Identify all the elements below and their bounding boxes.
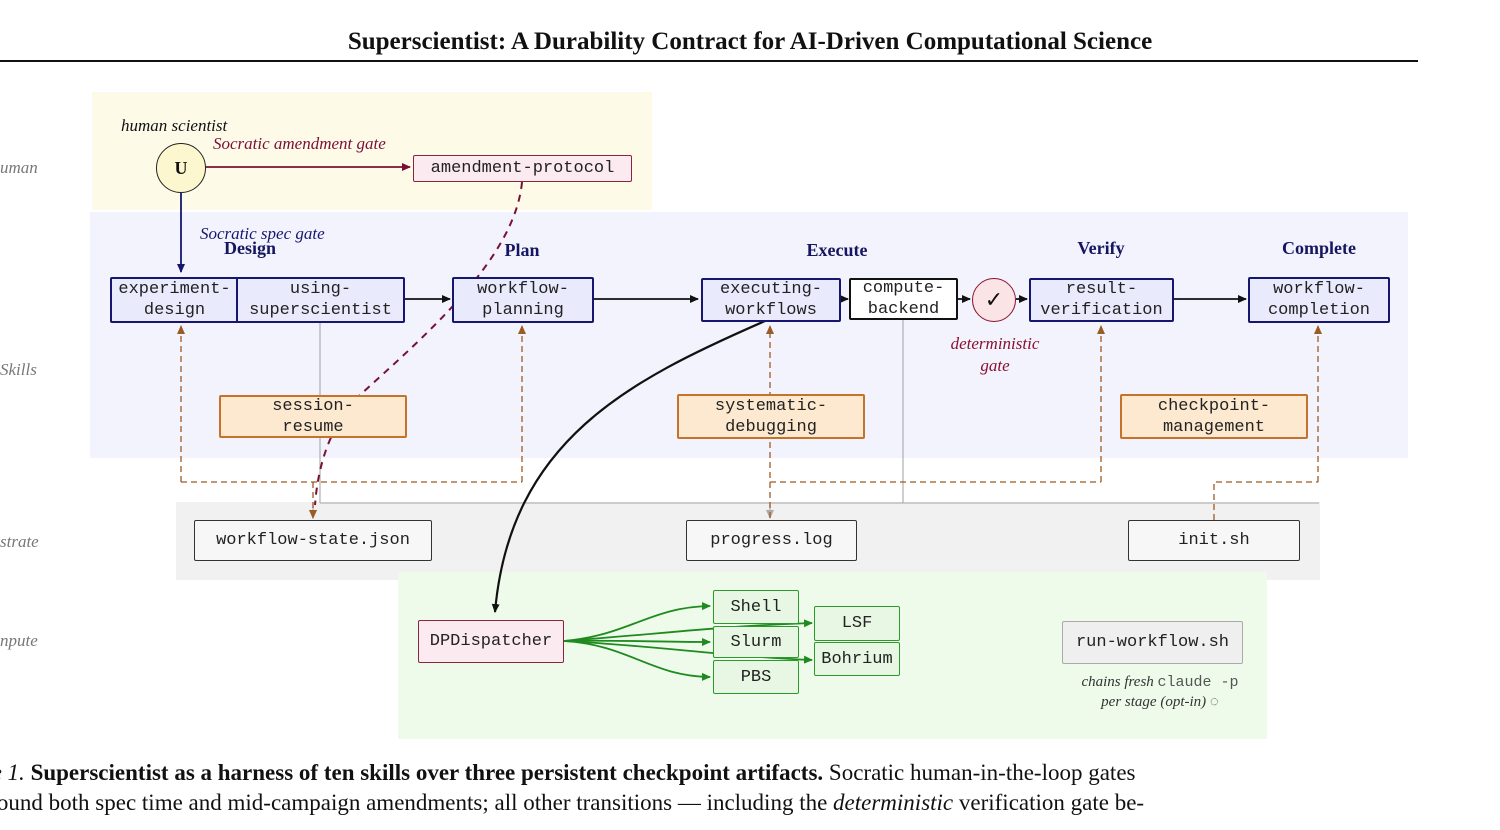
executing-workflows-node[interactable]: executing- workflows: [701, 278, 841, 322]
result-verification-node[interactable]: result- verification: [1029, 278, 1174, 322]
workflow-state-artifact[interactable]: workflow-state.json: [194, 520, 432, 561]
chain-note-command: claude -p: [1157, 674, 1239, 691]
user-node-letter: U: [174, 157, 188, 178]
backend-slurm[interactable]: Slurm: [713, 626, 799, 658]
systematic-debugging-node[interactable]: systematic- debugging: [677, 394, 865, 439]
session-resume-node[interactable]: session- resume: [219, 395, 407, 438]
stage-execute: Execute: [806, 240, 868, 260]
checkpoint-management-node[interactable]: checkpoint- management: [1120, 394, 1308, 439]
workflow-planning-node[interactable]: workflow- planning: [452, 277, 594, 323]
stage-complete: Complete: [1282, 238, 1356, 258]
human-scientist-label: human scientist: [121, 116, 228, 135]
caption-line-2: ) bound both spec time and mid-campaign …: [0, 788, 1432, 818]
amendment-dashed-curve: [314, 181, 523, 506]
backend-lsf[interactable]: LSF: [814, 606, 900, 641]
caption-line2-b: verification gate be-: [953, 790, 1145, 815]
init-script-artifact[interactable]: init.sh: [1128, 520, 1300, 561]
lane-label-substrate: strate: [0, 532, 39, 551]
flow-arrows: [239, 295, 1247, 613]
dispatcher-fanout: [563, 602, 813, 681]
page-header: Superscientist: A Durability Contract fo…: [347, 28, 1153, 55]
caption-title: Superscientist as a harness of ten skill…: [30, 760, 824, 785]
caption-line2-a: ) bound both spec time and mid-campaign …: [0, 790, 834, 815]
amendment-protocol-node[interactable]: amendment-protocol: [413, 155, 632, 182]
caption-line1-rest: Socratic human-in-the-loop gates: [823, 760, 1136, 785]
stage-verify: Verify: [1077, 238, 1125, 258]
progress-log-artifact[interactable]: progress.log: [686, 520, 857, 561]
chain-note-text: chains fresh: [1081, 674, 1158, 690]
caption-line2-em: deterministic: [833, 790, 954, 815]
backend-shell[interactable]: Shell: [713, 590, 799, 624]
lane-label-human: uman: [0, 158, 38, 177]
run-workflow-script[interactable]: run-workflow.sh: [1062, 621, 1243, 664]
backend-pbs[interactable]: PBS: [713, 660, 799, 694]
check-icon: ✓: [984, 287, 1004, 312]
experiment-design-node[interactable]: experiment- design: [110, 277, 239, 323]
caption-line-1: ure 1. Superscientist as a harness of te…: [0, 758, 1432, 788]
figure-caption: ure 1. Superscientist as a harness of te…: [0, 758, 1432, 818]
compute-backend-node[interactable]: compute- backend: [849, 278, 958, 320]
deterministic-gate-label: deterministic gate: [950, 334, 1040, 375]
header-rule: [0, 60, 1418, 62]
workflow-completion-node[interactable]: workflow- completion: [1248, 277, 1390, 323]
deterministic-gate-node[interactable]: ✓: [972, 278, 1016, 322]
user-node[interactable]: U: [156, 143, 206, 193]
using-superscientist-node[interactable]: using- superscientist: [236, 277, 405, 323]
lane-label-compute: npute: [0, 631, 38, 650]
spec-gate-label: Socratic spec gate: [200, 224, 325, 243]
lane-label-skills: Skills: [0, 360, 37, 379]
dpdispatcher-node[interactable]: DPDispatcher: [418, 620, 564, 663]
backend-bohrium[interactable]: Bohrium: [814, 642, 900, 676]
stage-design: Design: [223, 238, 277, 258]
chain-note-line1: chains fresh claude -p: [1070, 674, 1250, 691]
chain-note-line2: per stage (opt-in) ◌: [1101, 694, 1219, 710]
caption-prefix: ure 1.: [0, 760, 25, 785]
amendment-gate-label: Socratic amendment gate: [213, 134, 386, 153]
stage-plan: Plan: [504, 240, 540, 260]
